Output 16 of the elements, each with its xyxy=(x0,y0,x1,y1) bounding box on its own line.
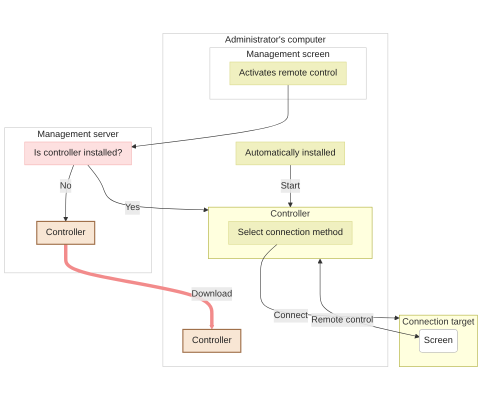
arrow xyxy=(131,84,288,149)
edge-label: Start xyxy=(280,180,300,191)
edge-label: Remote control xyxy=(311,314,374,325)
arrow xyxy=(64,244,214,330)
edge-label: Yes xyxy=(125,202,140,212)
arrow xyxy=(63,164,74,222)
node-box: Activates remote control xyxy=(230,62,347,86)
node-box: Is controller installed? xyxy=(24,142,132,166)
edge-label: Connect xyxy=(274,310,308,320)
node-box: Automatically installed xyxy=(236,142,346,166)
edge-label: Download xyxy=(192,288,232,299)
node-box: Select connection method xyxy=(228,221,352,245)
node-box: Controller xyxy=(36,220,96,245)
edge-label: No xyxy=(60,180,72,191)
arrow xyxy=(87,164,209,212)
node-box: Controller xyxy=(182,328,242,353)
